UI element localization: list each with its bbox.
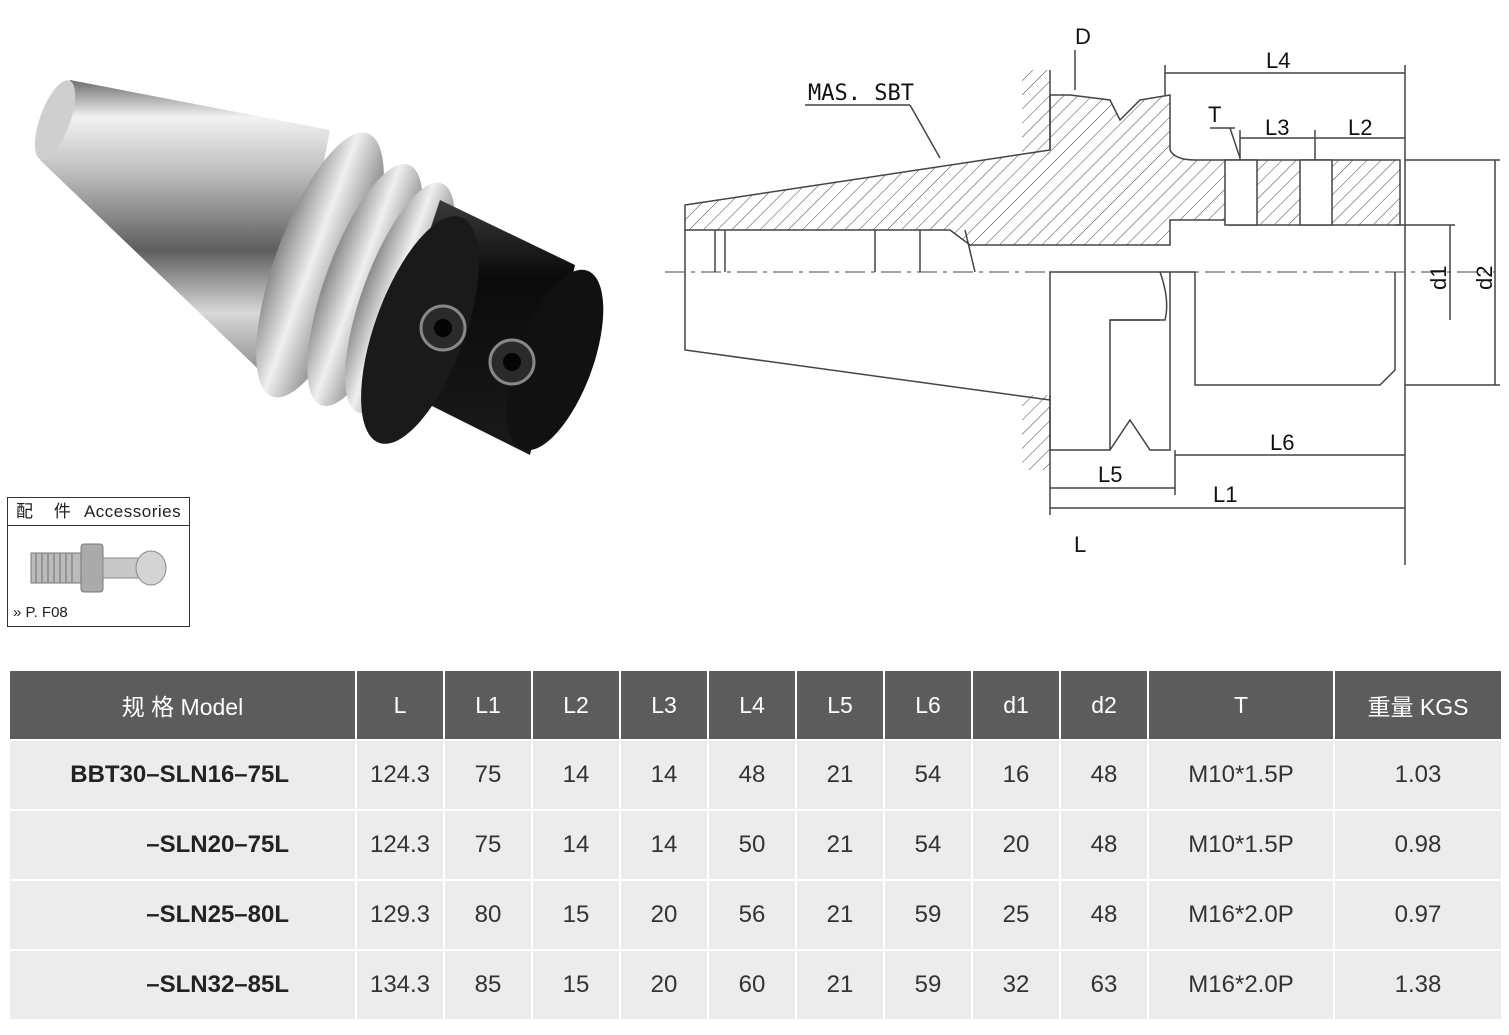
cell-d1: 20: [971, 809, 1061, 881]
cell-model: –SLN20–75L: [8, 809, 357, 881]
cell-L3: 14: [619, 739, 709, 811]
accessories-page-ref: » P. F08: [13, 604, 68, 621]
cell-L5: 21: [795, 949, 885, 1021]
cell-L1: 85: [443, 949, 533, 1021]
dim-label-L: L: [1074, 532, 1086, 557]
dim-label-L1: L1: [1213, 482, 1237, 507]
header-L6: L6: [883, 669, 973, 741]
cell-d2: 48: [1059, 809, 1149, 881]
tool-holder-photo: [34, 80, 604, 455]
cell-d2: 48: [1059, 879, 1149, 951]
cell-weight: 0.97: [1333, 879, 1503, 951]
cell-L1: 75: [443, 809, 533, 881]
cell-weight: 1.03: [1333, 739, 1503, 811]
cell-L: 124.3: [355, 809, 445, 881]
table-row: BBT30–SLN16–75L 124.3 75 14 14 48 21 54 …: [8, 739, 1503, 811]
cell-model: –SLN25–80L: [8, 879, 357, 951]
cell-L3: 14: [619, 809, 709, 881]
table-header-row: 规 格 Model L L1 L2 L3 L4 L5 L6 d1 d2 T 重量…: [8, 669, 1503, 741]
dim-label-T: T: [1208, 102, 1221, 127]
cell-L2: 15: [531, 879, 621, 951]
header-L4: L4: [707, 669, 797, 741]
cell-L3: 20: [619, 879, 709, 951]
cell-weight: 1.38: [1333, 949, 1503, 1021]
cell-d1: 16: [971, 739, 1061, 811]
accessories-header: 配 件 Accessories: [8, 498, 189, 526]
cell-model: –SLN32–85L: [8, 949, 357, 1021]
cell-d2: 63: [1059, 949, 1149, 1021]
table-row: –SLN20–75L 124.3 75 14 14 50 21 54 20 48…: [8, 809, 1503, 881]
dim-label-L6: L6: [1270, 430, 1294, 455]
accessories-title-en: Accessories: [83, 502, 182, 521]
dim-label-d1: d1: [1426, 266, 1451, 290]
dim-label-L2: L2: [1348, 115, 1372, 140]
cell-d1: 32: [971, 949, 1061, 1021]
cell-weight: 0.98: [1333, 809, 1503, 881]
cell-L6: 54: [883, 739, 973, 811]
cell-L2: 14: [531, 809, 621, 881]
cell-L2: 14: [531, 739, 621, 811]
dim-label-L4: L4: [1266, 48, 1290, 73]
header-L2: L2: [531, 669, 621, 741]
header-weight: 重量 KGS: [1333, 669, 1503, 741]
cell-d1: 25: [971, 879, 1061, 951]
mas-sbt-label: MAS. SBT: [808, 81, 914, 106]
cell-L: 134.3: [355, 949, 445, 1021]
header-L3: L3: [619, 669, 709, 741]
table-row: –SLN32–85L 134.3 85 15 20 60 21 59 32 63…: [8, 949, 1503, 1021]
pull-stud-image: [30, 543, 167, 593]
header-d1: d1: [971, 669, 1061, 741]
accessories-box: 配 件 Accessories » P. F08: [7, 497, 190, 627]
cell-L6: 59: [883, 879, 973, 951]
cell-T: M16*2.0P: [1147, 949, 1335, 1021]
cell-L1: 75: [443, 739, 533, 811]
header-L: L: [355, 669, 445, 741]
cell-d2: 48: [1059, 739, 1149, 811]
cell-L6: 59: [883, 949, 973, 1021]
cell-L4: 56: [707, 879, 797, 951]
cell-L4: 48: [707, 739, 797, 811]
cell-L5: 21: [795, 809, 885, 881]
table-row: –SLN25–80L 129.3 80 15 20 56 21 59 25 48…: [8, 879, 1503, 951]
header-L1: L1: [443, 669, 533, 741]
cell-T: M16*2.0P: [1147, 879, 1335, 951]
cell-L: 124.3: [355, 739, 445, 811]
technical-drawing: D MAS. SBT L4 T L3 L2 d1 d2 L6 L5 L1 L: [665, 24, 1500, 565]
spec-table: 规 格 Model L L1 L2 L3 L4 L5 L6 d1 d2 T 重量…: [8, 669, 1503, 1021]
cell-L5: 21: [795, 879, 885, 951]
cell-L4: 60: [707, 949, 797, 1021]
cell-L5: 21: [795, 739, 885, 811]
cell-L1: 80: [443, 879, 533, 951]
header-model: 规 格 Model: [8, 669, 357, 741]
cell-model: BBT30–SLN16–75L: [8, 739, 357, 811]
dim-label-d2: d2: [1472, 266, 1497, 290]
header-T: T: [1147, 669, 1335, 741]
dim-label-L5: L5: [1098, 462, 1122, 487]
cell-L4: 50: [707, 809, 797, 881]
cell-L3: 20: [619, 949, 709, 1021]
dim-label-L3: L3: [1265, 115, 1289, 140]
header-d2: d2: [1059, 669, 1149, 741]
cell-T: M10*1.5P: [1147, 809, 1335, 881]
header-L5: L5: [795, 669, 885, 741]
dim-label-D: D: [1075, 24, 1091, 49]
cell-T: M10*1.5P: [1147, 739, 1335, 811]
cell-L: 129.3: [355, 879, 445, 951]
cell-L2: 15: [531, 949, 621, 1021]
accessories-title-cn: 配 件: [16, 502, 79, 521]
cell-L6: 54: [883, 809, 973, 881]
